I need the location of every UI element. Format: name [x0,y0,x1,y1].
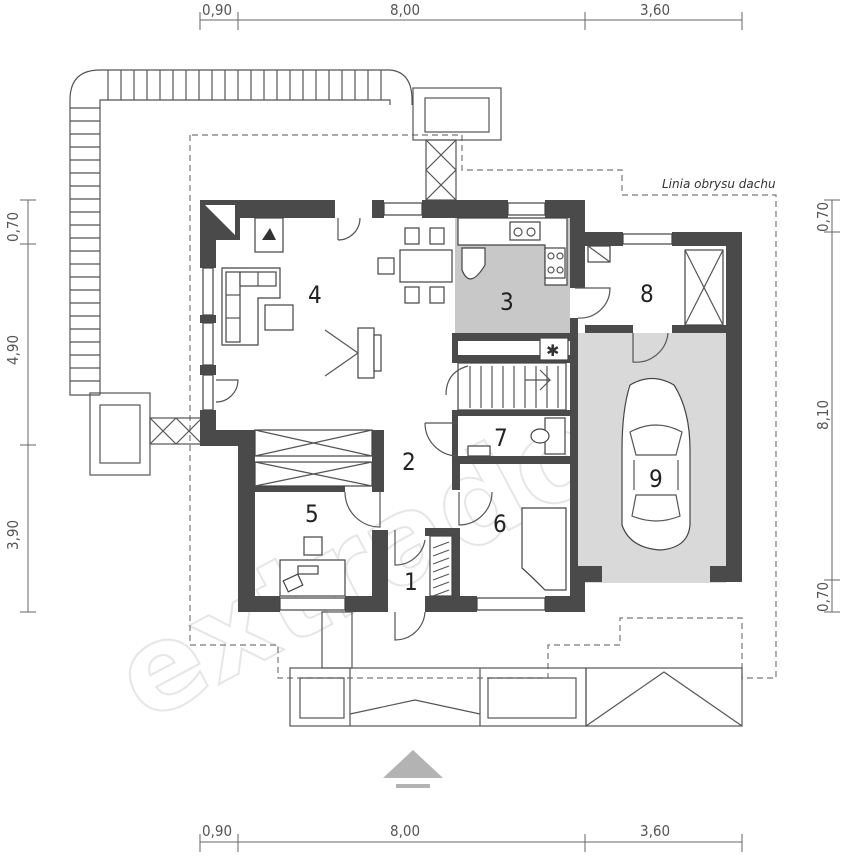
wc-fixtures [467,417,566,457]
dimension-left: 0,70 4,90 3,90 [4,199,36,613]
roof-outline-label: Linia obrysu dachu [662,177,776,191]
dim-left-1: 0,70 [4,212,22,242]
room-label-6: 6 [493,510,507,538]
room6-bed [521,507,567,591]
fireplace [254,217,284,253]
connector-top [425,139,457,201]
dim-bottom-2: 8,00 [390,822,420,840]
dimension-right: 0,70 8,10 0,70 [814,199,840,613]
room-label-3: 3 [500,288,514,316]
room-label-8: 8 [640,280,654,308]
dim-right-2: 8,10 [814,400,832,430]
dim-top-3: 3,60 [640,1,670,19]
dim-left-2: 4,90 [4,335,22,365]
connector-left [149,417,203,445]
dim-left-3: 3,90 [4,520,22,550]
room-label-7: 7 [494,424,508,452]
interior-walls [255,325,726,612]
terrace-bottom [289,611,743,727]
pad-top [412,87,502,141]
room-label-5: 5 [305,500,319,528]
windows [202,202,673,611]
room8-fixtures [587,245,724,326]
dim-top-1: 0,90 [202,1,232,19]
dim-right-3: 0,70 [814,582,832,612]
entrance-arrow [383,750,443,778]
dim-top-2: 8,00 [390,1,420,19]
roof-outline [189,134,777,679]
room-label-4: 4 [308,281,322,309]
doors [215,217,669,641]
living-room-furniture [221,217,453,379]
fridge-icon [539,337,569,361]
dim-bottom-3: 3,60 [640,822,670,840]
room-label-2: 2 [402,448,416,476]
pergola-path [69,69,413,396]
exterior-walls [200,200,742,612]
car-icon [621,377,691,551]
room-label-9: 9 [649,465,663,493]
room-label-1: 1 [404,568,418,596]
svg-text:✱: ✱ [546,341,559,360]
dim-right-1: 0,70 [814,202,832,232]
dim-bottom-1: 0,90 [202,822,232,840]
dimension-bottom: 0,90 8,00 3,60 [199,822,743,852]
cooktop-icon [544,247,566,279]
wardrobes [254,429,453,597]
kitchen-furniture: ✱ [457,217,569,361]
room5-furniture [279,536,346,597]
stairs [445,362,567,411]
dimension-top: 0,90 8,00 3,60 [199,1,743,30]
